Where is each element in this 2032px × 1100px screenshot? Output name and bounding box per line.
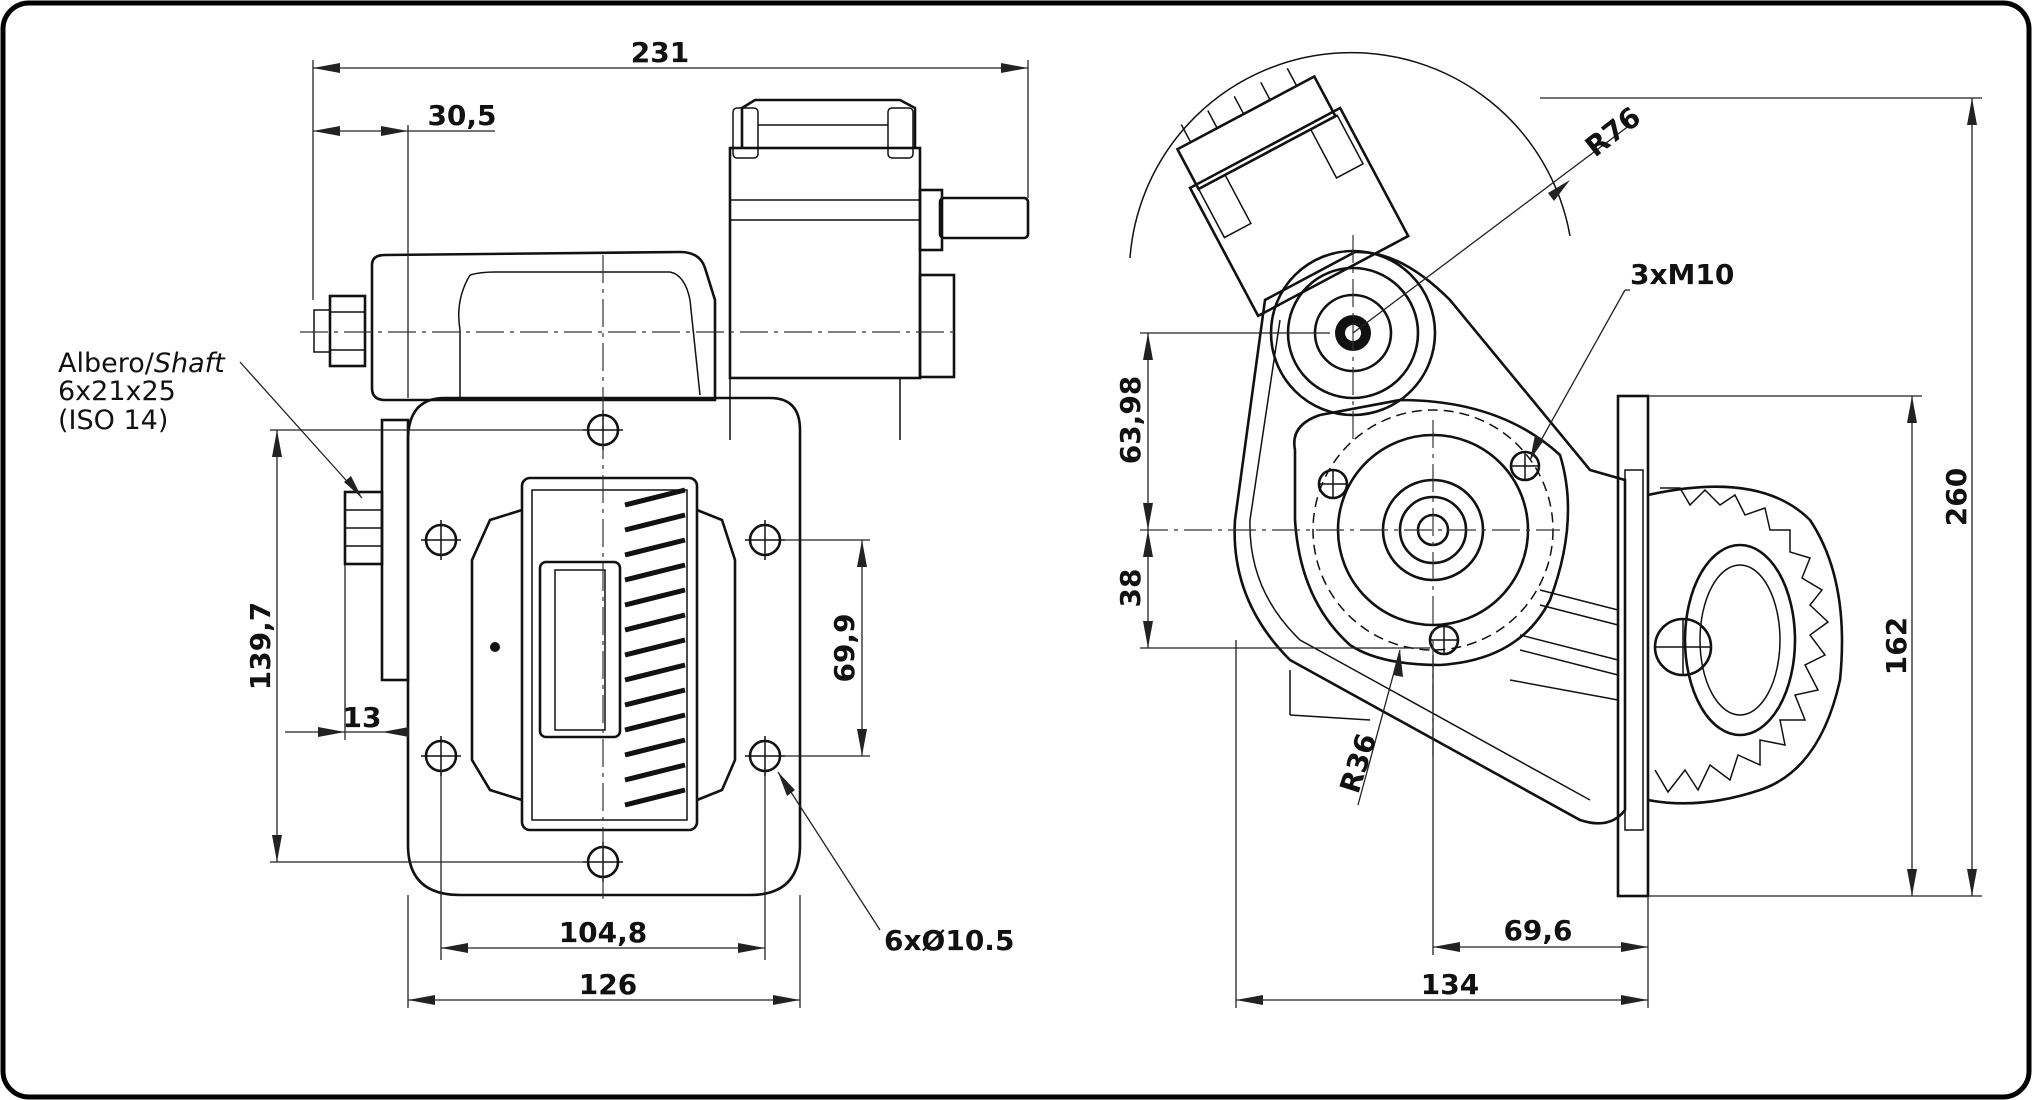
shaft-note-line2: 6x21x25: [58, 376, 176, 407]
callout-hole-size: 6xØ10.5: [884, 924, 1014, 957]
side-gear: [1647, 485, 1844, 805]
front-view: 231 30,5 139,7 13 69,9 104,8 1: [58, 36, 1030, 1008]
dim-flange-width: 126: [579, 968, 637, 1001]
shaft-note-line3: (ISO 14): [58, 405, 168, 436]
dim-hole-spacing-horizontal: 104,8: [559, 916, 648, 949]
dim-flange-height: 139,7: [244, 602, 277, 691]
gear-teeth-hatch: [624, 487, 686, 808]
dim-shaft-protrusion: 13: [343, 701, 382, 734]
dim-gear-height: 162: [1880, 617, 1913, 675]
dim-hole-spacing-vertical: 69,9: [828, 613, 861, 682]
dim-horizontal-offset: 69,6: [1503, 914, 1572, 947]
dim-shaft-offset: 30,5: [427, 99, 496, 132]
shaft-note-line1: Albero/Shaft: [58, 348, 226, 379]
side-view: R76 3xM10 63,98 38 R36 260 162: [1114, 51, 1982, 1008]
callout-thread: 3xM10: [1630, 258, 1734, 291]
dim-offset-lower: 38: [1114, 569, 1147, 608]
dim-total-height: 260: [1940, 468, 1973, 526]
dim-total-width: 134: [1421, 968, 1479, 1001]
dim-offset-upper: 63,98: [1114, 376, 1147, 465]
dim-overall-length: 231: [631, 36, 689, 69]
